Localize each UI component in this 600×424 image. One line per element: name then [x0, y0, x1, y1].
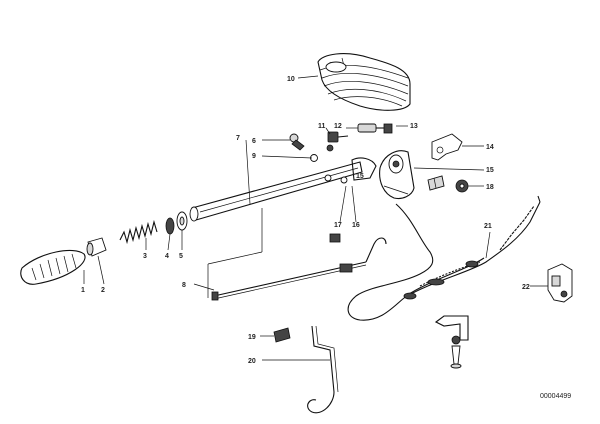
callout-21: 21 [484, 223, 492, 230]
part-4-washer [165, 217, 175, 235]
callout-12: 12 [334, 123, 342, 130]
part-11-13-bolt [327, 123, 393, 143]
catalog-code: 00004499 [540, 393, 571, 400]
callout-2: 2 [101, 287, 105, 294]
callout-9: 9 [252, 153, 256, 160]
leader-lines [83, 75, 548, 361]
part-3-spring [119, 219, 158, 245]
callout-8: 8 [182, 282, 186, 289]
part-8-push-rod [211, 237, 387, 301]
part-20-rod [307, 325, 339, 414]
callout-15: 15 [486, 167, 494, 174]
part-2-button-cap [86, 237, 107, 257]
rod-clips [329, 233, 353, 273]
callout-18: 18 [486, 184, 494, 191]
part-21-cable [347, 195, 541, 321]
part-7-lever-tube [189, 157, 377, 222]
callout-11: 11 [318, 123, 326, 130]
callout-19: 19 [248, 334, 256, 341]
callout-17: 17 [334, 222, 342, 229]
callout-3: 3 [143, 253, 147, 260]
callout-15-lever: 15 [356, 173, 364, 180]
part-16-clip [427, 175, 445, 191]
callout-5: 5 [179, 253, 183, 260]
callout-10: 10 [287, 76, 295, 83]
callout-labels: 10 7 6 9 11 12 13 14 15 18 17 16 1 2 3 4… [81, 76, 530, 365]
callout-16: 16 [352, 222, 360, 229]
part-22-holder [547, 263, 573, 303]
part-ratchet-quadrant [379, 150, 415, 200]
callout-22: 22 [522, 284, 530, 291]
callout-4: 4 [165, 253, 169, 260]
part-1-grip [20, 249, 86, 285]
part-14-bracket [431, 133, 463, 161]
callout-1: 1 [81, 287, 85, 294]
callout-13: 13 [410, 123, 418, 130]
callout-6: 6 [252, 138, 256, 145]
part-5-bushing [176, 211, 188, 231]
part-8-leader-box [207, 208, 263, 298]
part-18-nut [455, 179, 469, 193]
callout-20: 20 [248, 358, 256, 365]
part-10-boot [317, 53, 411, 111]
cable-mount-bracket [434, 315, 469, 369]
callout-7: 7 [236, 135, 240, 142]
part-19-clip [273, 327, 291, 343]
part-6-9-screws [289, 133, 334, 162]
callout-14: 14 [486, 144, 494, 151]
